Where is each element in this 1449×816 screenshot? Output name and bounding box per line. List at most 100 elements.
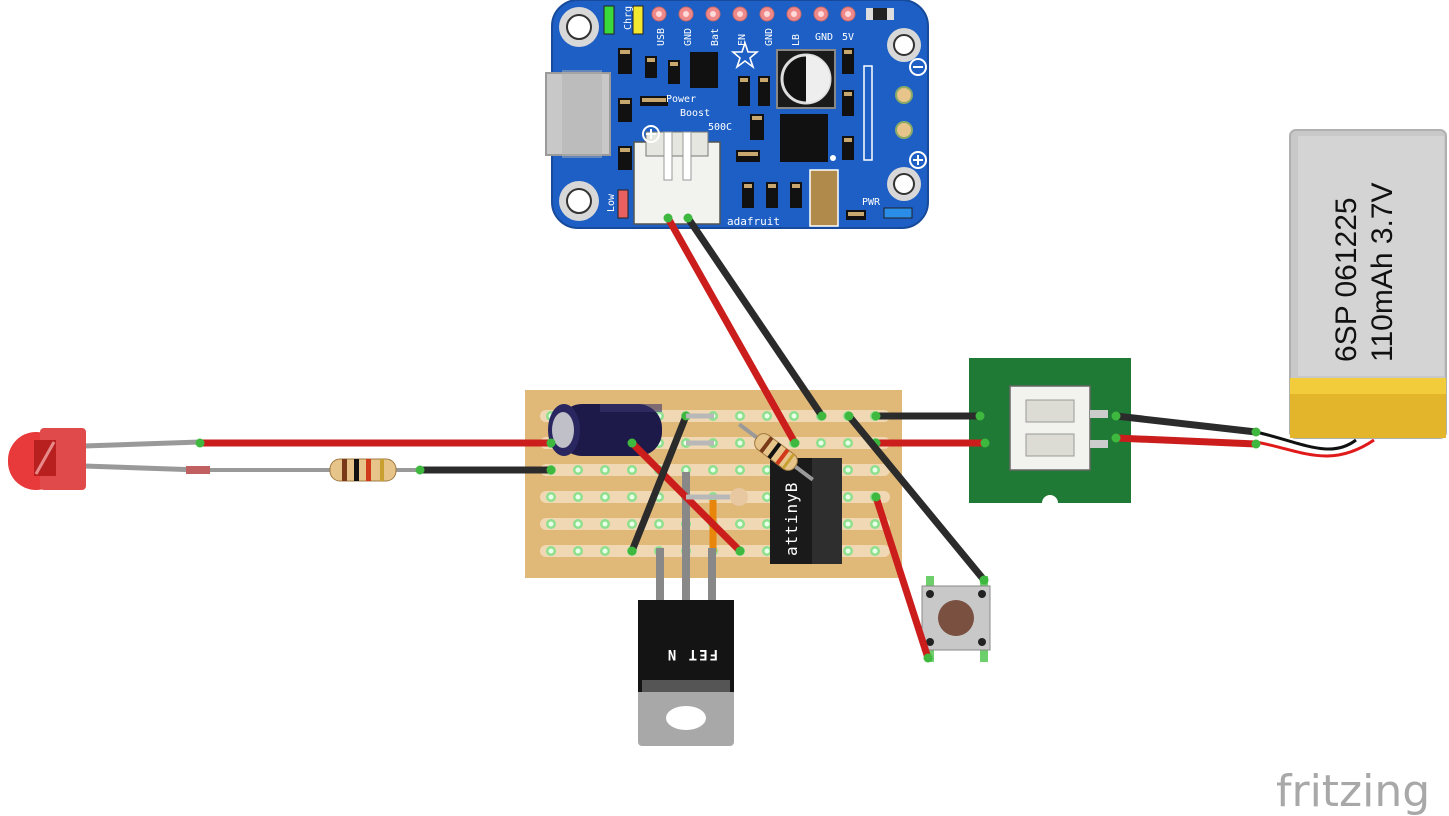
smd-part	[842, 90, 854, 116]
wire-endpoint	[844, 411, 854, 421]
push-button	[921, 576, 991, 662]
wire-endpoint	[1251, 427, 1261, 437]
smd-part-end	[620, 50, 630, 54]
hole-center	[602, 494, 608, 500]
plus-icon	[642, 125, 660, 143]
pin-label: GND	[683, 28, 694, 46]
smd-part-end	[844, 92, 852, 96]
wire-battery-red	[1112, 434, 1260, 448]
powerboost-board: GND 5V Chrg Low PWR Power Boost 500C ada…	[545, 0, 929, 229]
wire-endpoint	[975, 411, 985, 421]
charge-led-yellow	[632, 5, 644, 35]
jst-breakout-board	[969, 358, 1131, 511]
header-pad-center	[764, 11, 770, 17]
wire-endpoint	[546, 465, 556, 475]
hole-center	[656, 521, 662, 527]
hole-center	[575, 467, 581, 473]
hole-center	[845, 467, 851, 473]
electrolytic-capacitor	[548, 404, 662, 456]
inductor	[776, 49, 836, 109]
smd-part	[758, 76, 770, 106]
wires	[195, 213, 1261, 663]
hole-center	[602, 548, 608, 554]
mounting-hole-icon	[559, 7, 599, 47]
wire-endpoint	[195, 438, 205, 448]
smd-part-end	[752, 116, 762, 120]
mosfet-label: FET N	[666, 646, 718, 662]
hole-center	[629, 521, 635, 527]
mcu-label: attinyB	[782, 482, 801, 556]
hole-center	[548, 521, 554, 527]
wire-endpoint	[627, 438, 637, 448]
smd-part-end	[670, 62, 678, 66]
mounting-hole-icon	[559, 181, 599, 221]
hole-center	[791, 413, 797, 419]
wire-battery-black	[1112, 412, 1260, 436]
hole-center	[629, 467, 635, 473]
plus-icon	[909, 151, 927, 169]
hole-center	[737, 521, 743, 527]
wire-endpoint	[415, 465, 425, 475]
wire-ground-black	[628, 412, 690, 555]
charge-led-green	[603, 5, 615, 35]
hole-center	[737, 413, 743, 419]
smd-part-end	[647, 58, 655, 62]
wire-endpoint	[683, 213, 693, 223]
resistor-diagonal	[738, 422, 814, 482]
wire-endpoint	[979, 575, 989, 585]
battery-lead-black	[1255, 430, 1357, 451]
wire-endpoint	[663, 213, 673, 223]
battery-label-line2: 110mAh 3.7V	[1366, 182, 1399, 362]
smd-part-end	[744, 184, 752, 188]
header-label-gnd: GND	[815, 32, 833, 43]
pin-label: EN	[737, 34, 748, 46]
battery-lead-red	[1255, 438, 1375, 458]
smd-part-end	[620, 148, 630, 152]
smd-part-end	[620, 100, 630, 104]
hole-center	[548, 548, 554, 554]
smd-part-end	[844, 50, 852, 54]
smd-part-end	[738, 152, 758, 156]
smd-part-end	[844, 138, 852, 142]
smd-part	[738, 76, 750, 106]
hole-center	[872, 467, 878, 473]
hole-center	[845, 440, 851, 446]
wire-endpoint	[980, 438, 990, 448]
boost-ic	[780, 114, 836, 162]
header-label-5v: 5V	[842, 32, 854, 43]
pin-label: GND	[764, 28, 775, 46]
hole-center	[737, 467, 743, 473]
smd-part	[742, 182, 754, 208]
hole-center	[683, 467, 689, 473]
board-model: 500C	[708, 122, 732, 133]
pin-label: USB	[656, 28, 667, 46]
low-led	[617, 189, 629, 219]
hole-center	[872, 548, 878, 554]
wire-boost-red	[664, 214, 799, 447]
led-resistor	[186, 458, 420, 482]
minus-icon	[909, 58, 927, 76]
hole-center	[548, 494, 554, 500]
hole-center	[845, 494, 851, 500]
board-name-line2: Boost	[680, 108, 710, 119]
hole-center	[575, 494, 581, 500]
smd-part-end	[792, 184, 800, 188]
hole-center	[602, 521, 608, 527]
charge-label: Chrg	[623, 6, 634, 30]
wire-endpoint	[735, 546, 745, 556]
wire-boost-black	[684, 214, 826, 420]
header-pad-center	[683, 11, 689, 17]
smd-part	[750, 114, 764, 140]
hole-center	[845, 521, 851, 527]
pin-label: Bat	[710, 28, 721, 46]
wire-endpoint	[546, 438, 556, 448]
smd-components	[618, 48, 866, 220]
hole-center	[818, 440, 824, 446]
smd-part-end	[848, 212, 864, 216]
board-brand: adafruit	[727, 215, 780, 228]
smd-part-end	[760, 78, 768, 82]
header-pad-center	[791, 11, 797, 17]
header-pad-center	[737, 11, 743, 17]
smd-part-end	[642, 98, 666, 102]
hole-center	[575, 521, 581, 527]
